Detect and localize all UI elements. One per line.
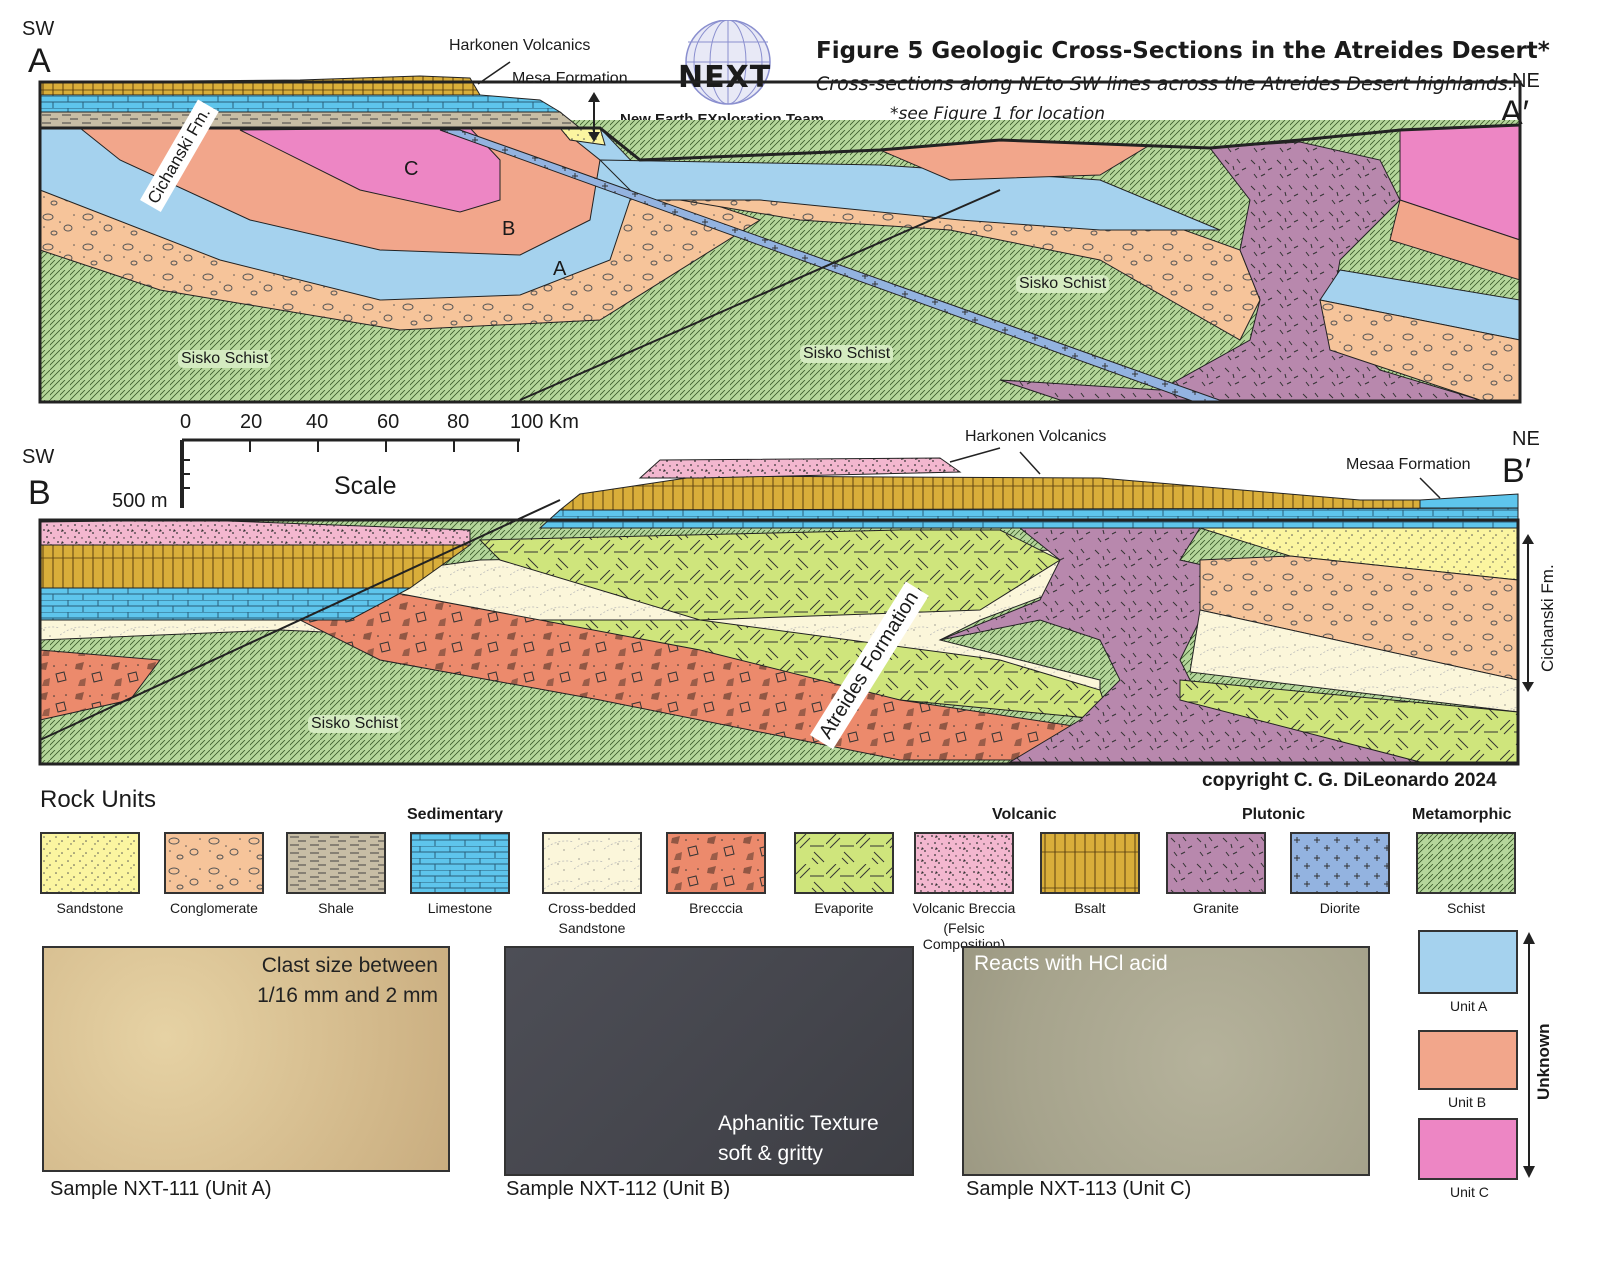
legend-cat-sedimentary: Sedimentary <box>407 806 504 823</box>
legend-label-sandstone: Sandstone <box>56 900 124 916</box>
unknown-label: Unknown <box>1534 1023 1553 1101</box>
frame-a <box>38 80 1522 404</box>
sample-1-caption: Sample NXT-111 (Unit A) <box>50 1178 272 1200</box>
frame-b <box>38 518 1520 766</box>
scale-bar <box>180 438 520 508</box>
granite-a <box>999 141 1481 401</box>
unknown-unit-c-swatch <box>1418 1118 1518 1180</box>
figure-title: Figure 5 Geologic Cross-Sections in the … <box>816 38 1550 64</box>
legend-label-brecccia: Brecccia <box>689 900 743 916</box>
legend-swatch-conglomerate <box>164 832 264 894</box>
scale-tick-20: 20 <box>240 411 263 433</box>
legend-cat-metamorphic: Metamorphic <box>1412 806 1512 823</box>
legend-swatch-granite <box>1166 832 1266 894</box>
legend-swatch-brecccia <box>666 832 766 894</box>
unknown-unit-b-swatch <box>1418 1030 1518 1090</box>
unknown-arrow <box>1523 932 1535 1178</box>
label-unit-a: A <box>553 258 567 280</box>
legend-swatch-cross-bedded-sandstone <box>542 832 642 894</box>
label-cichanski-b: Cichanski Fm. <box>1538 564 1557 672</box>
dir-sw-b: SW <box>22 446 55 468</box>
legend-label-evaporite: Evaporite <box>814 900 874 916</box>
legend-label-limestone: Limestone <box>427 900 493 916</box>
label-harkonen-b: Harkonen Volcanics <box>965 428 1107 445</box>
sample-photo-3: Reacts with HCl acid <box>962 946 1370 1176</box>
scale-tick-100: 100 Km <box>510 411 579 433</box>
basalt-b-west <box>39 544 472 589</box>
scale-tick-60: 60 <box>377 411 400 433</box>
dir-sw-a: SW <box>22 18 55 40</box>
sample-photo-2: Aphanitic Texture soft & gritty <box>504 946 914 1176</box>
scale-tick-0: 0 <box>180 411 192 433</box>
scale-label: Scale <box>334 472 397 500</box>
legend-cat-volcanic: Volcanic <box>992 806 1057 823</box>
label-unit-b: B <box>502 218 516 240</box>
vbreccia-b-east <box>638 457 962 479</box>
mesa-cap-b <box>1419 493 1519 509</box>
evaporite-b-east <box>1179 679 1519 763</box>
legend-label-diorite: Diorite <box>1319 900 1361 916</box>
label-schist-a3: Sisko Schist <box>1016 275 1110 293</box>
scale-vertical-label: 500 m <box>112 490 168 512</box>
sample-3-text-1: Reacts with HCl acid <box>974 952 1168 975</box>
conglomerate-east2 <box>1319 299 1521 401</box>
label-unit-c: C <box>404 158 419 180</box>
cross-section-a <box>38 61 1522 404</box>
basalt-b-east <box>558 475 1519 511</box>
limestone-b-west <box>39 587 411 621</box>
sample-2-text-1: Aphanitic Texture <box>718 1112 879 1135</box>
unknown-unit-b-label: Unit B <box>1448 1094 1487 1110</box>
cross-section-b <box>38 447 1534 766</box>
unknown-unit-a-label: Unit A <box>1450 998 1488 1014</box>
limestone-b-east <box>538 507 1519 529</box>
label-schist-a1: Sisko Schist <box>178 350 272 368</box>
topography-a <box>40 123 1521 162</box>
legend-swatch-limestone <box>410 832 510 894</box>
label-mesa-b: Mesaa Formation <box>1346 456 1471 473</box>
legend-label-granite: Granite <box>1193 900 1239 916</box>
legend-swatch-volcanic-breccia-felsic-composition <box>914 832 1014 894</box>
fault-a <box>519 189 1001 401</box>
label-schist-a2: Sisko Schist <box>800 345 894 363</box>
scale-tick-40: 40 <box>306 411 329 433</box>
sample-1-text-1: Clast size between <box>261 954 438 977</box>
copyright: copyright C. G. DiLeonardo 2024 <box>1202 770 1497 791</box>
sample-2-caption: Sample NXT-112 (Unit B) <box>506 1178 731 1200</box>
scale-tick-80: 80 <box>447 411 470 433</box>
unknown-unit-c-label: Unit C <box>1450 1184 1489 1200</box>
legend-label-bsalt: Bsalt <box>1074 900 1106 916</box>
sample-3-caption: Sample NXT-113 (Unit C) <box>966 1178 1192 1200</box>
legend-cat-plutonic: Plutonic <box>1242 806 1306 823</box>
figure-subtitle: Cross-sections along NEto SW lines acros… <box>816 73 1514 95</box>
sample-photo-1: Clast size between 1/16 mm and 2 mm <box>42 946 450 1172</box>
legend-label-shale: Shale <box>318 900 354 916</box>
legend-swatch-shale <box>286 832 386 894</box>
legend-swatch-diorite <box>1290 832 1390 894</box>
unknown-unit-a-swatch <box>1418 930 1518 994</box>
logo-text: NEXT <box>678 60 772 95</box>
label-mesa-a: Mesa Formation <box>512 70 628 87</box>
legend-label-volcanic-breccia-felsic-composition: Volcanic Breccia <box>912 900 1016 916</box>
legend-swatch-schist <box>1416 832 1516 894</box>
legend-swatch-evaporite <box>794 832 894 894</box>
dir-ne-b: NE <box>1512 428 1540 450</box>
legend-swatch-sandstone <box>40 832 140 894</box>
sample-2-text-2: soft & gritty <box>718 1142 824 1165</box>
figure-note: *see Figure 1 for location <box>890 104 1106 124</box>
fault-b <box>39 499 561 741</box>
legend-label-conglomerate: Conglomerate <box>170 900 258 916</box>
label-harkonen-a: Harkonen Volcanics <box>449 37 591 54</box>
legend-label-schist: Schist <box>1446 900 1486 916</box>
section-letter-b-prime: B′ <box>1502 452 1532 490</box>
legend-title: Rock Units <box>40 786 157 813</box>
legend-label-cross-bedded-sandstone: Cross-bedded <box>548 900 636 916</box>
section-letter-a: A <box>28 42 51 80</box>
legend-swatch-bsalt <box>1040 832 1140 894</box>
label-schist-b: Sisko Schist <box>308 715 402 733</box>
section-letter-b: B <box>28 474 51 512</box>
sample-1-text-2: 1/16 mm and 2 mm <box>257 984 438 1007</box>
legend-label-cross-bedded-sandstone-line2: Sandstone <box>558 920 626 936</box>
